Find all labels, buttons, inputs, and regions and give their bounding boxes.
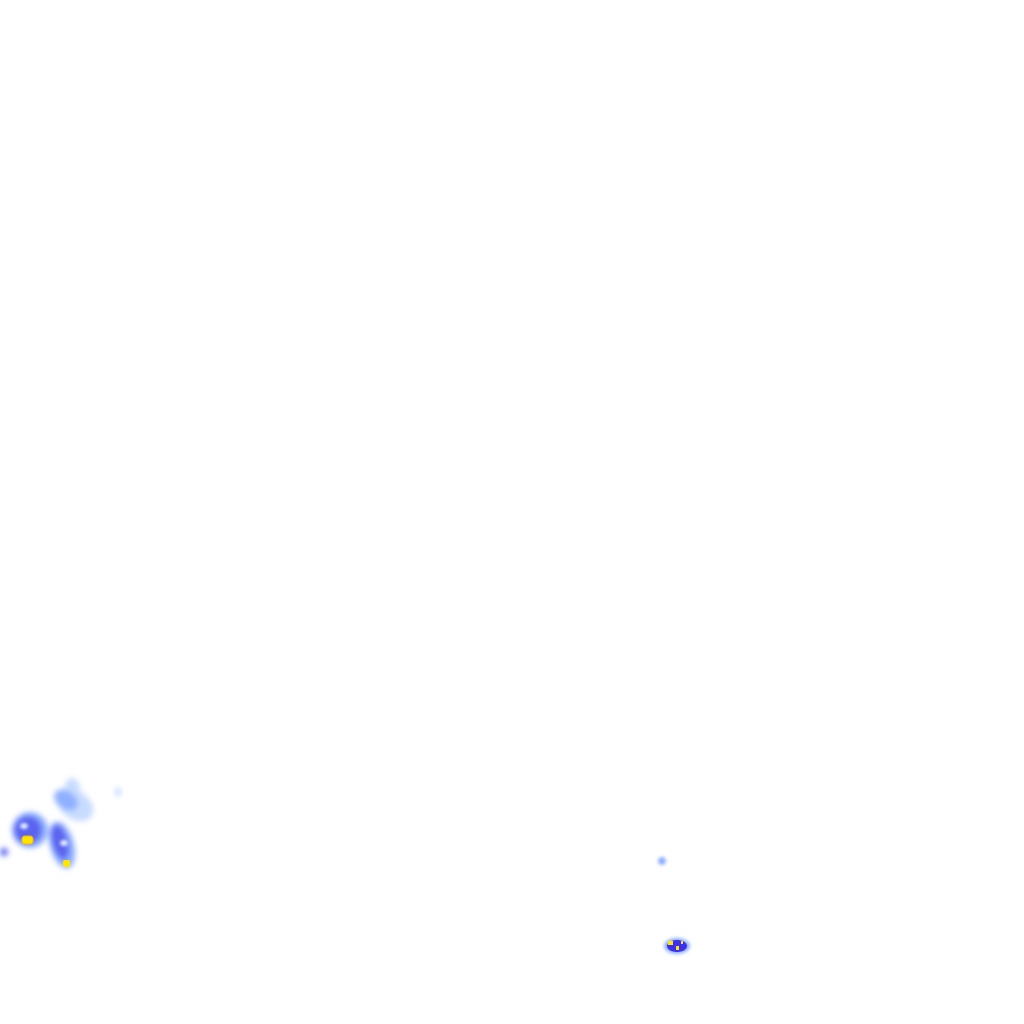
heavy-rain-core [676,946,679,950]
heavy-rain-core [21,835,34,845]
rain-cell-southeast [658,857,690,954]
heavy-rain-core [63,860,70,867]
rain-cell-west [0,778,121,869]
heavy-rain-core [681,941,683,944]
heavy-rain-core [668,941,673,945]
